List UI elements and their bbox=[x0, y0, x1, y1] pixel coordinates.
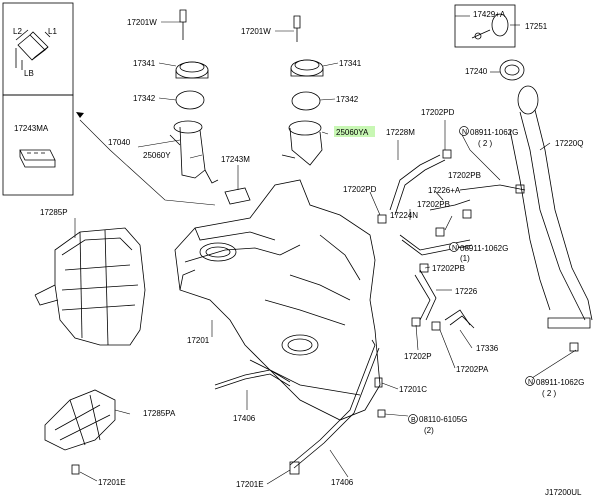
label-17202pb-2: 17202PB bbox=[417, 200, 450, 209]
label-17429a: 17429+A bbox=[473, 10, 506, 19]
tank-strap-drawing bbox=[214, 339, 380, 469]
marker-n-bot bbox=[525, 376, 535, 386]
marker-n-bot-letter: N bbox=[528, 379, 533, 386]
diagram-code: J17200UL bbox=[545, 488, 582, 497]
hose-clamps-drawing bbox=[71, 149, 579, 475]
heat-shield-drawing bbox=[34, 227, 146, 346]
label-17342-right: 17342 bbox=[336, 95, 359, 104]
leader-lines bbox=[74, 15, 577, 485]
label-17202p: 17202P bbox=[404, 352, 432, 361]
label-17228m: 17228M bbox=[386, 128, 415, 137]
marker-n-mid-letter: N bbox=[452, 245, 457, 252]
label-17202pb-1: 17202PB bbox=[448, 171, 481, 180]
label-08911-top: 08911-1062G bbox=[470, 128, 518, 137]
label-08911-top-qty: ( 2 ) bbox=[478, 139, 493, 148]
label-25060y: 25060Y bbox=[143, 151, 171, 160]
label-17201: 17201 bbox=[187, 336, 210, 345]
label-25060ya: 25060YA bbox=[336, 128, 369, 137]
label-17285p: 17285P bbox=[40, 208, 68, 217]
dim-lb: LB bbox=[24, 69, 34, 78]
pad-17243m-drawing bbox=[224, 187, 251, 205]
marker-b bbox=[408, 414, 418, 424]
inset-dimension-box bbox=[2, 2, 74, 96]
label-17202pd-mid: 17202PD bbox=[343, 185, 377, 194]
label-17202pa: 17202PA bbox=[456, 365, 489, 374]
clip-dimension-drawing bbox=[15, 29, 51, 70]
label-17336: 17336 bbox=[476, 344, 499, 353]
highlight-25060ya bbox=[334, 126, 375, 137]
label-17243m: 17243M bbox=[221, 155, 250, 164]
label-17201e-right: 17201E bbox=[236, 480, 264, 489]
label-17240: 17240 bbox=[465, 67, 488, 76]
dim-l1: L1 bbox=[48, 27, 57, 36]
filler-cap-inset bbox=[454, 4, 516, 48]
label-17226a: 17226+A bbox=[428, 186, 461, 195]
marker-n-top-letter: N bbox=[462, 129, 467, 136]
heat-shield-small-drawing bbox=[44, 389, 116, 451]
label-17224n: 17224N bbox=[390, 211, 418, 220]
label-17406-left: 17406 bbox=[233, 414, 256, 423]
label-17040: 17040 bbox=[108, 138, 131, 147]
label-17201w-right: 17201W bbox=[241, 27, 271, 36]
label-17201w-left: 17201W bbox=[127, 18, 157, 27]
label-17220q: 17220Q bbox=[555, 139, 583, 148]
label-08911-bot-qty: ( 2 ) bbox=[542, 389, 557, 398]
label-17285pa: 17285PA bbox=[143, 409, 176, 418]
fuel-tank-drawing bbox=[174, 179, 381, 421]
label-08110-qty: (2) bbox=[424, 426, 434, 435]
vent-hoses-drawing bbox=[389, 154, 526, 329]
inset-part-code: 17243MA bbox=[14, 124, 49, 133]
label-17341-left: 17341 bbox=[133, 59, 156, 68]
label-08911-mid-qty: (1) bbox=[460, 254, 470, 263]
label-08110-6105g: 08110-6105G bbox=[419, 415, 467, 424]
label-08911-bot: 08911-1062G bbox=[536, 378, 584, 387]
label-17251: 17251 bbox=[525, 22, 548, 31]
marker-n-mid bbox=[449, 242, 459, 252]
label-17406-right: 17406 bbox=[331, 478, 354, 487]
inset-part-box bbox=[2, 94, 74, 196]
label-17201c: 17201C bbox=[399, 385, 427, 394]
pad-part-drawing bbox=[19, 149, 56, 168]
dim-l2: L2 bbox=[13, 27, 22, 36]
label-17226: 17226 bbox=[455, 287, 478, 296]
label-17201e-left: 17201E bbox=[98, 478, 126, 487]
filler-neck-drawing bbox=[499, 59, 593, 329]
fuel-pump-left-drawing bbox=[169, 9, 219, 184]
marker-n-top bbox=[459, 126, 469, 136]
label-17341-right: 17341 bbox=[339, 59, 362, 68]
label-08911-mid: 08911-1062G bbox=[460, 244, 508, 253]
marker-b-letter: B bbox=[411, 417, 416, 424]
label-17202pd-top: 17202PD bbox=[421, 108, 455, 117]
label-17202pb-3: 17202PB bbox=[432, 264, 465, 273]
fuel-pump-right-drawing bbox=[281, 15, 324, 166]
label-17342-left: 17342 bbox=[133, 94, 156, 103]
